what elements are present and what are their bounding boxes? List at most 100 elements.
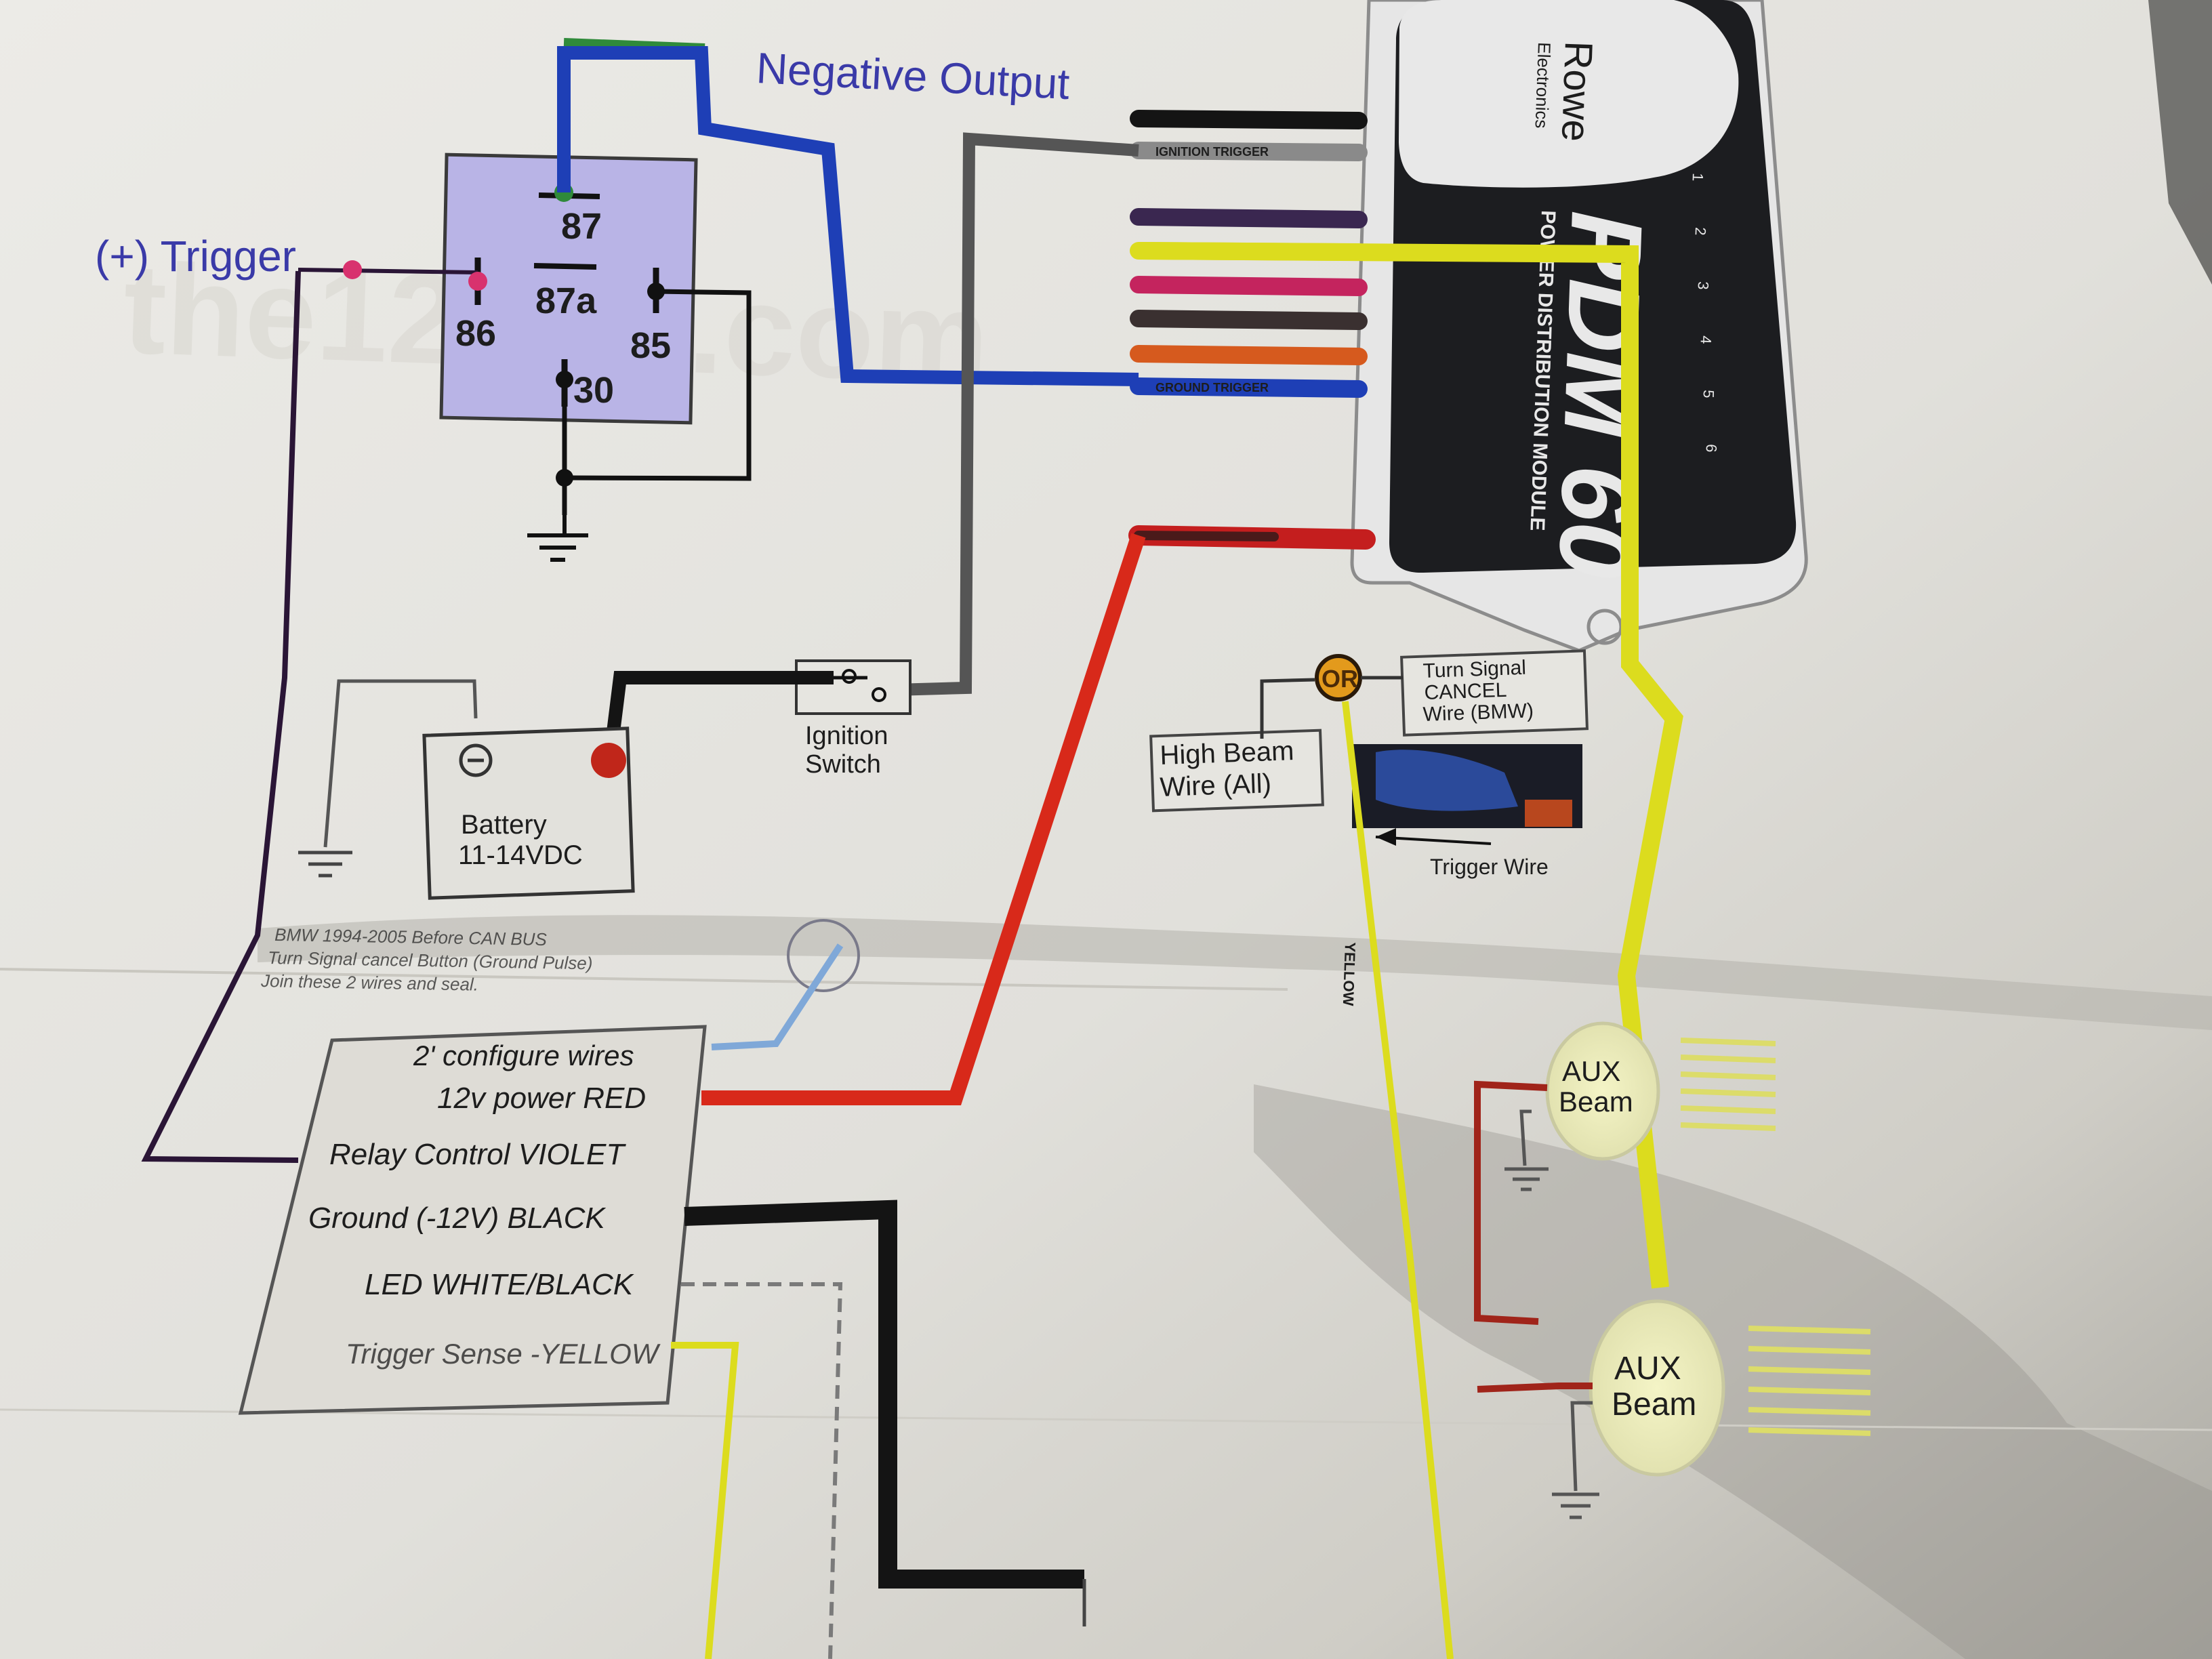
yellow-wire-tag: YELLOW	[1340, 942, 1359, 1006]
aux-beam-2-rays	[1748, 1326, 1871, 1436]
controller-box: 2' configure wires 12v power RED Relay C…	[238, 1025, 707, 1415]
relay-pin-87a: 87a	[535, 281, 597, 321]
trigger-wire-arrowhead	[1376, 828, 1396, 846]
aux-beam-1-label-2: Beam	[1559, 1086, 1633, 1118]
battery-body	[422, 726, 635, 900]
pdm-brand-sub: Electronics	[1532, 42, 1555, 129]
battery-ground-wire	[323, 679, 478, 848]
pdm-indicator-5: 5	[1700, 390, 1717, 398]
aux-beam-2-red	[1477, 1382, 1593, 1393]
controller-row-led: LED WHITE/BLACK	[365, 1268, 634, 1301]
battery: Battery 11-14VDC	[298, 679, 635, 900]
pdm-wire-2	[1130, 142, 1368, 161]
pdm-wire-6	[1130, 310, 1368, 330]
controller-row-power-red: 12v power RED	[437, 1082, 646, 1115]
bmw-note-line-1: BMW 1994-2005 Before CAN BUS	[274, 924, 548, 949]
controller-row-ground-black: Ground (-12V) BLACK	[308, 1202, 606, 1235]
ignition-switch-label-1: Ignition	[805, 722, 888, 750]
pdm-indicator-numbers: 1 2 3 4 5 6	[1689, 173, 1720, 453]
turn-signal-box	[1400, 649, 1589, 737]
pdm-indicator-3: 3	[1695, 281, 1712, 290]
battery-ground-symbol	[298, 851, 352, 878]
turn-signal-label-3: Wire (BMW)	[1422, 699, 1534, 726]
wire-negative-output-blue	[557, 46, 1139, 386]
negative-output-wire	[557, 38, 1139, 386]
pdm-module: Rowe Electronics PDM 60 POWER DISTRIBUTI…	[1350, 0, 1808, 653]
wire-configure-light-blue	[711, 943, 844, 1050]
high-beam-connector	[1260, 678, 1315, 739]
junction-node	[556, 469, 573, 487]
pdm-indicator-1: 1	[1689, 173, 1706, 182]
ignition-switch-label-2: Switch	[805, 750, 881, 779]
trigger-wire-label: Trigger Wire	[1430, 855, 1549, 879]
relay-pin-87: 87	[561, 206, 602, 247]
pdm-indicator-4: 4	[1698, 335, 1715, 344]
relay-pin-85: 85	[630, 325, 671, 366]
aux-beam-2-label-1: AUX	[1614, 1351, 1681, 1387]
pin-85-node	[647, 283, 665, 300]
wire-trigger-yellow-thin	[1342, 701, 1454, 1659]
ignition-switch: Ignition Switch	[795, 659, 912, 779]
relay-wiring	[141, 260, 752, 1163]
pdm-model: PDM 60	[1538, 209, 1664, 580]
background-corner	[2148, 0, 2212, 285]
wire-led-white-black	[681, 1282, 843, 1659]
turn-signal-label-1: Turn Signal	[1422, 657, 1526, 682]
aux-beam-1-lamp	[1545, 1021, 1660, 1161]
pdm-face-panel	[1399, 0, 1739, 188]
pdm-wire-3	[1130, 208, 1368, 228]
or-badge-label: OR	[1322, 665, 1358, 693]
ignition-switch-box	[795, 659, 912, 715]
high-beam-box	[1149, 729, 1324, 813]
wire-aux-yellow	[1138, 242, 1683, 1289]
pdm-indicator-2: 2	[1692, 227, 1709, 236]
pdm-wire-8	[1130, 377, 1368, 398]
pdm-wire-tag-blue: GROUND TRIGGER	[1155, 381, 1269, 394]
wire-85-ground-loop	[564, 289, 752, 481]
aux-beam-1-rays	[1680, 1038, 1776, 1131]
pdm-wire-tag-gray: IGNITION TRIGGER	[1155, 145, 1269, 159]
battery-label-1: Battery	[461, 810, 547, 840]
pdm-indicator-6: 6	[1703, 444, 1720, 453]
aux-beam-2: AUX Beam	[1477, 1299, 1871, 1519]
trigger-label: (+) Trigger	[95, 232, 296, 281]
relay-pin-86: 86	[455, 313, 496, 354]
aux-beam-1: AUX Beam	[1474, 1021, 1776, 1325]
battery-minus-terminal	[459, 743, 493, 777]
pdm-wire-1	[1130, 110, 1368, 129]
pdm-wire-5	[1130, 276, 1368, 296]
connector-photo: Trigger Wire	[1352, 744, 1582, 879]
aux-beam-1-red	[1474, 1080, 1548, 1325]
pdm-wire-7	[1130, 345, 1368, 365]
relay-ground-symbol	[527, 515, 588, 562]
aux-beam-2-ground-symbol	[1552, 1492, 1599, 1519]
wire-ground-black	[684, 1200, 1084, 1589]
controller-row-relay-violet: Relay Control VIOLET	[329, 1138, 626, 1171]
bmw-note: BMW 1994-2005 Before CAN BUS Turn Signal…	[260, 919, 860, 1050]
ignition-switch-contact-b	[872, 687, 886, 702]
bmw-splice-circle	[787, 919, 860, 992]
aux-beam-2-label-2: Beam	[1612, 1387, 1696, 1422]
turn-signal-label-2: CANCEL	[1424, 679, 1507, 704]
bmw-note-line-3: Join these 2 wires and seal.	[260, 970, 478, 995]
pdm-wire-9-dark	[1134, 531, 1279, 541]
high-beam-label-1: High Beam	[1160, 736, 1294, 771]
controller-row-trigger-sense: Trigger Sense -YELLOW	[346, 1338, 661, 1370]
pdm-brand: Rowe	[1553, 41, 1601, 142]
wire-battery-positive-black	[607, 671, 834, 733]
wire-trigger-86	[298, 268, 478, 274]
or-badge	[1315, 654, 1362, 701]
wire-relay-control-violet	[141, 270, 301, 1163]
aux-beam-1-ground-symbol	[1504, 1167, 1549, 1191]
trigger-selection: High Beam Wire (All) OR Turn Signal CANC…	[1149, 649, 1589, 1659]
wire-trigger-sense-yellow	[671, 1342, 739, 1659]
controller-box-outline	[238, 1025, 707, 1415]
wire-ignition-trigger-gray	[894, 132, 1139, 696]
controller-wires	[671, 533, 1146, 1659]
aux-beam-1-label-1: AUX	[1562, 1055, 1620, 1087]
aux-beam-2-ground	[1570, 1401, 1593, 1492]
battery-label-2: 11-14VDC	[458, 840, 583, 870]
trigger-node-86	[468, 272, 487, 291]
